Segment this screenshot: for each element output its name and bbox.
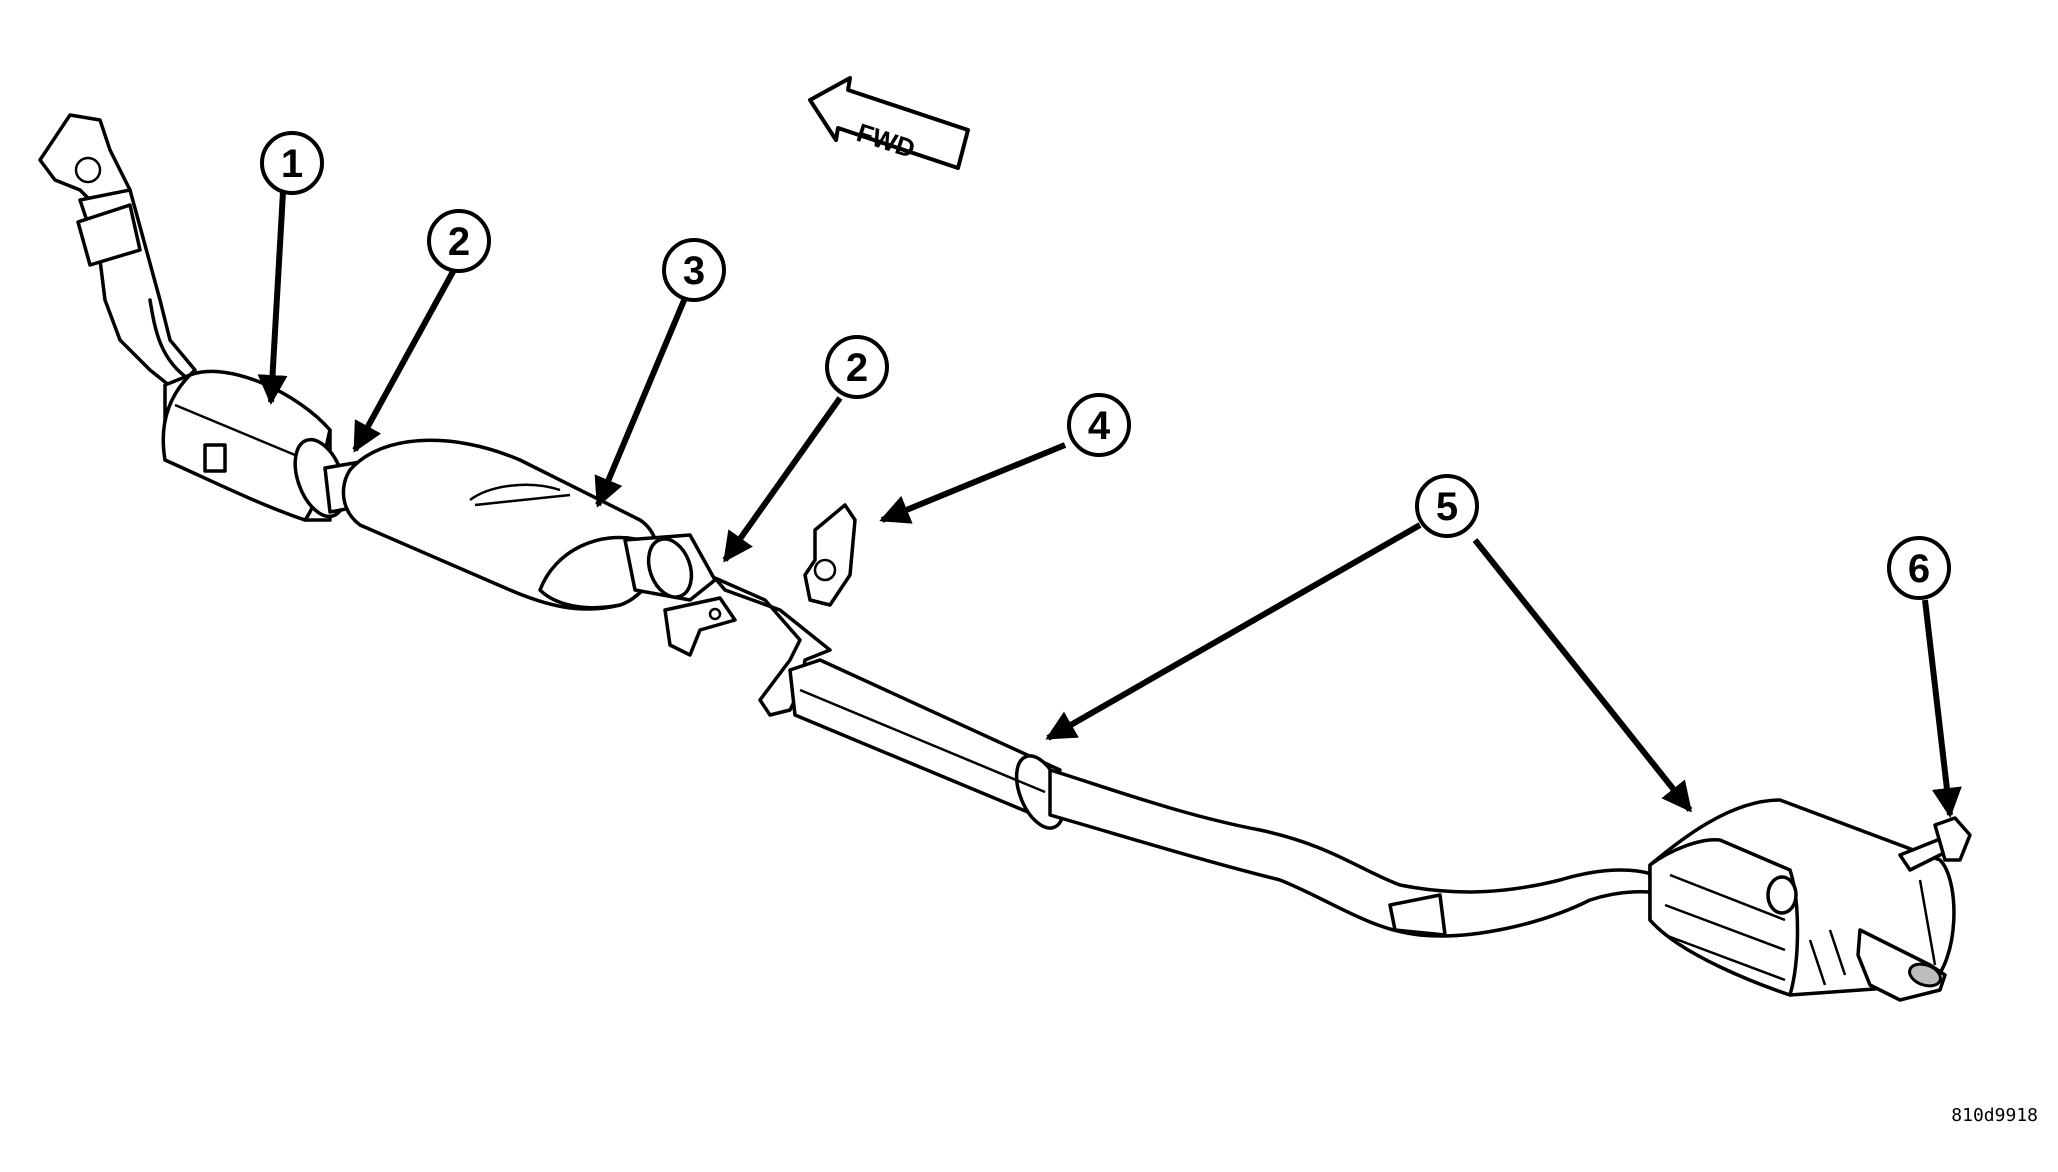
callout-6: 6 — [1887, 536, 1951, 600]
muffler-front-section — [788, 658, 1066, 830]
svg-text:3: 3 — [683, 249, 705, 293]
leader-2b — [722, 396, 843, 563]
leader-1 — [257, 191, 288, 405]
hanger-bracket — [803, 503, 857, 607]
svg-text:5: 5 — [1436, 485, 1458, 529]
callout-5: 5 — [1415, 474, 1479, 538]
leader-2a — [352, 266, 458, 453]
svg-text:6: 6 — [1908, 547, 1930, 591]
resonator — [341, 438, 660, 611]
svg-text:4: 4 — [1088, 404, 1111, 448]
leader-5a — [1045, 522, 1422, 741]
svg-text:2: 2 — [846, 346, 868, 390]
callout-4: 4 — [1067, 393, 1131, 457]
svg-text:1: 1 — [281, 142, 303, 186]
leader-5b — [1472, 538, 1693, 813]
callout-2a: 2 — [427, 209, 491, 273]
exhaust-tip — [1856, 928, 1947, 1002]
catalytic-converter — [161, 369, 347, 522]
svg-text:2: 2 — [448, 220, 470, 264]
leader-3 — [594, 296, 688, 508]
leader-lines — [257, 191, 1962, 818]
leader-6 — [1922, 599, 1962, 818]
tailpipe-mid — [1048, 768, 1672, 938]
figure-reference-code: 810d9918 — [1951, 1105, 2038, 1126]
front-pipe — [76, 188, 197, 392]
callout-2b: 2 — [825, 335, 889, 399]
exhaust-assembly — [38, 113, 1972, 1002]
rear-clamp — [623, 533, 717, 602]
hanger-bracket-left — [663, 596, 737, 657]
callout-3: 3 — [662, 238, 726, 302]
rear-hanger-isolator — [1898, 816, 1972, 872]
forward-direction-arrow: FWD — [808, 76, 970, 170]
callout-1: 1 — [260, 131, 324, 195]
leader-4 — [879, 442, 1067, 524]
